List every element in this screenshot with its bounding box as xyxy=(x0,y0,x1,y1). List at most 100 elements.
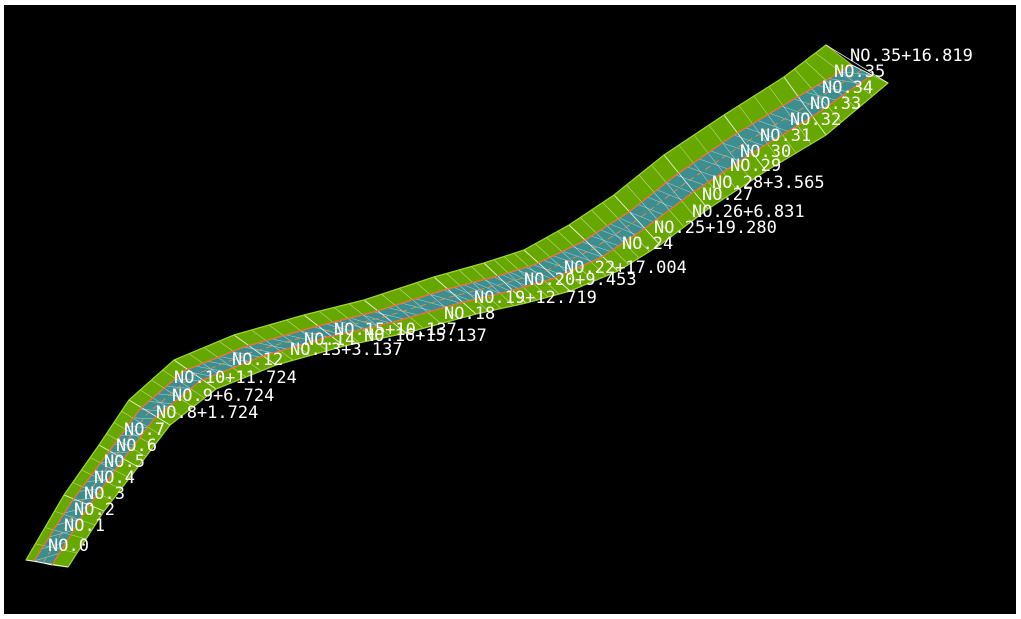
station-label: NO.25+19.280 xyxy=(654,218,777,238)
station-label: NO.27 xyxy=(702,185,753,205)
road-centerline xyxy=(42,69,863,564)
carriageway-hatch-line xyxy=(722,142,753,154)
carriageway-hatch-line xyxy=(840,71,873,76)
station-label: NO.16+15.137 xyxy=(364,326,487,346)
station-label: NO.20+9.453 xyxy=(524,270,637,290)
cross-section-line xyxy=(98,444,139,468)
station-label: NO.31 xyxy=(760,126,811,146)
cross-section-line xyxy=(268,324,311,356)
cross-section-line xyxy=(493,259,538,301)
cross-section-line xyxy=(35,543,78,554)
carriageway-hatch-line xyxy=(133,417,155,420)
carriageway-hatch-line xyxy=(33,553,60,562)
carriageway-edge-top xyxy=(33,64,853,562)
cross-section-line xyxy=(128,399,171,426)
cross-section-line xyxy=(557,231,607,277)
station-label: NO.15+10.137 xyxy=(334,320,457,340)
embankment-top-edge xyxy=(25,44,827,561)
cross-section-line xyxy=(768,86,812,145)
carriageway-hatch-line xyxy=(473,281,501,294)
carriageway-hatch-line xyxy=(183,370,213,377)
carriageway-hatch-line xyxy=(745,127,777,139)
station-label: NO.22+17.004 xyxy=(564,258,687,278)
cross-section-line xyxy=(203,347,247,378)
cross-section-line xyxy=(416,282,459,319)
cross-section-line xyxy=(54,510,96,526)
cross-section-line xyxy=(63,494,105,512)
carriageway-hatch-line xyxy=(463,284,491,297)
cross-section-line xyxy=(483,262,527,304)
station-label: NO.24 xyxy=(622,234,673,254)
carriageway-hatch-line xyxy=(231,351,261,358)
station-label: NO.32 xyxy=(790,110,841,130)
cross-section-line xyxy=(140,389,182,417)
cross-section-line xyxy=(151,379,194,408)
cross-section-line xyxy=(81,469,122,490)
station-labels: NO.35+16.819NO.35NO.34NO.33NO.32NO.31NO.… xyxy=(48,46,973,556)
carriageway-hatch-line xyxy=(325,323,353,332)
cross-section-line xyxy=(90,457,130,479)
station-label: NO.18 xyxy=(444,304,495,324)
station-label: NO.19+12.719 xyxy=(474,288,597,308)
cross-section-line xyxy=(708,124,752,181)
carriageway-hatch-line xyxy=(610,223,636,235)
station-label: NO.5 xyxy=(104,452,145,472)
station-label: NO.9+6.724 xyxy=(172,386,274,406)
cross-section-line xyxy=(251,329,294,361)
cross-section-line xyxy=(804,60,858,110)
station-label: NO.28+3.565 xyxy=(712,173,825,193)
cross-section-line xyxy=(113,422,155,447)
cross-section-line xyxy=(580,217,629,265)
road-3d-scene: NO.35+16.819NO.35NO.34NO.33NO.32NO.31NO.… xyxy=(25,44,973,568)
cross-section-line xyxy=(815,52,873,97)
carriageway-hatch-line xyxy=(666,182,693,194)
station-label: NO.6 xyxy=(116,436,157,456)
cross-section-line xyxy=(568,224,619,272)
cross-section-line xyxy=(106,433,147,457)
station-label: NO.3 xyxy=(84,484,125,504)
carriageway-hatch-line xyxy=(581,241,611,252)
cross-section-line xyxy=(723,114,767,172)
carriageway-hatch-line xyxy=(483,279,511,292)
carriageway-hatch-line xyxy=(373,311,405,320)
cross-section-line xyxy=(44,527,87,540)
station-label: NO.12 xyxy=(232,350,283,370)
station-label: NO.14 xyxy=(304,330,355,350)
cross-section-line xyxy=(162,369,205,399)
carriageway-hatch-line xyxy=(337,320,366,329)
road-model xyxy=(25,44,889,568)
cross-section-line xyxy=(218,341,262,372)
cross-section-line xyxy=(591,209,640,259)
cross-section-line xyxy=(546,237,595,282)
carriageway-hatch-line xyxy=(493,276,519,289)
station-label: NO.2 xyxy=(74,500,115,520)
carriageway-hatch-line xyxy=(453,287,481,299)
cross-section-line xyxy=(233,334,277,366)
station-label: NO.29 xyxy=(730,156,781,176)
carriageway-hatch-line xyxy=(657,189,683,201)
station-label: NO.35 xyxy=(834,62,885,82)
station-label: NO.30 xyxy=(740,142,791,162)
station-label: NO.34 xyxy=(822,78,873,98)
carriageway-hatch-line xyxy=(591,235,619,247)
carriageway-hatch-line xyxy=(257,342,288,350)
cross-section-line xyxy=(333,307,376,340)
station-label: NO.8+1.724 xyxy=(156,403,258,423)
cross-section-line xyxy=(663,154,709,210)
station-label: NO.10+11.724 xyxy=(174,368,297,388)
station-label: NO.0 xyxy=(48,536,89,556)
station-label: NO.4 xyxy=(94,468,135,488)
carriageway-hatch-line xyxy=(699,158,729,170)
station-label: NO.33 xyxy=(810,94,861,114)
station-label: NO.13+3.137 xyxy=(290,340,403,360)
station-label: NO.7 xyxy=(124,420,165,440)
carriageway-hatch-line xyxy=(443,289,471,301)
embankment-toe-edge xyxy=(67,82,889,568)
carriageway-hatch-line xyxy=(501,274,527,287)
cross-section-line xyxy=(783,76,827,136)
carriageway-edge-bottom xyxy=(51,74,873,566)
carriageway-hatch-line xyxy=(805,91,837,101)
cross-section-line xyxy=(318,311,360,343)
carriageway-hatch-line xyxy=(79,488,102,492)
